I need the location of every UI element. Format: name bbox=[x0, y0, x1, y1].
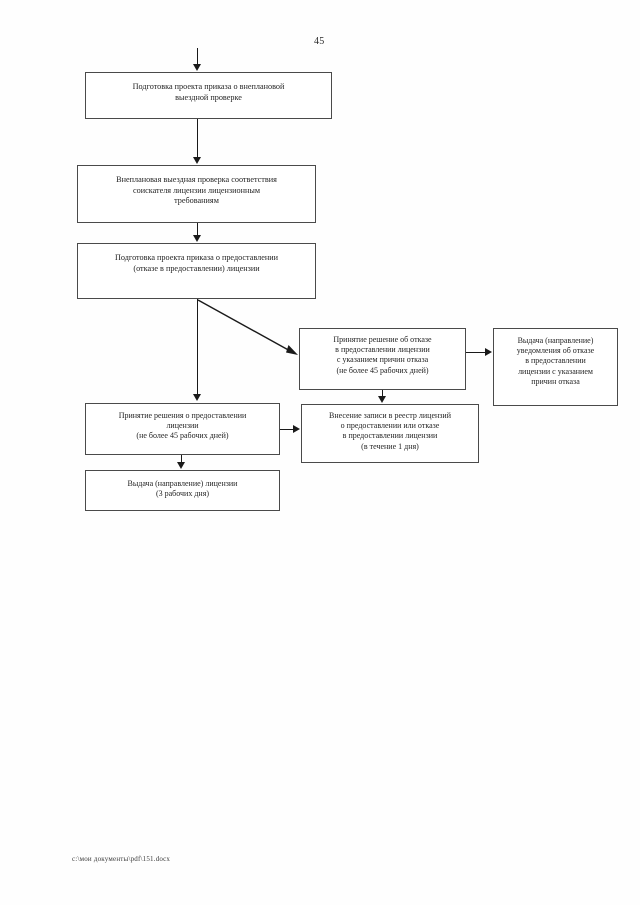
arrowhead-refusal-to-registry bbox=[378, 396, 386, 403]
connector-inspection-to-prep-decision bbox=[197, 223, 198, 236]
flow-node-issue-license-label: Выдача (направление) лицензии (3 рабочих… bbox=[127, 479, 238, 499]
flow-node-inspection: Внеплановая выездная проверка соответств… bbox=[77, 165, 316, 223]
arrowhead-grant-decision-to-issue-license bbox=[177, 462, 185, 469]
connector-refusal-to-registry bbox=[382, 390, 383, 397]
arrowhead-refusal-to-notice bbox=[485, 348, 492, 356]
arrowhead-prep-order-to-inspection bbox=[193, 157, 201, 164]
arrowhead-prep-decision-to-grant-decision bbox=[193, 394, 201, 401]
flow-node-refusal-label: Принятие решение об отказе в предоставле… bbox=[333, 335, 432, 375]
arrowhead-entry-to-prep-order bbox=[193, 64, 201, 71]
connector-entry-to-prep-order bbox=[197, 48, 198, 65]
flow-node-prep-decision: Подготовка проекта приказа о предоставле… bbox=[77, 243, 316, 299]
page-number: 45 bbox=[314, 36, 325, 47]
connector-prep-order-to-inspection bbox=[197, 119, 198, 158]
connector-refusal-to-notice bbox=[466, 352, 486, 353]
flow-node-prep-decision-label: Подготовка проекта приказа о предоставле… bbox=[114, 253, 278, 273]
flow-node-prep-order-label: Подготовка проекта приказа о внеплановой… bbox=[132, 82, 285, 102]
flow-node-registry: Внесение записи в реестр лицензий о пред… bbox=[301, 404, 479, 463]
connector-prep-decision-to-grant-decision bbox=[197, 299, 198, 395]
flow-node-grant-decision: Принятие решения о предоставлении лиценз… bbox=[85, 403, 280, 455]
flow-node-refusal: Принятие решение об отказе в предоставле… bbox=[299, 328, 466, 390]
footer-file-path: c:\мои документы\pdf\151.docx bbox=[72, 855, 171, 863]
flow-node-refusal-notice-label: Выдача (направление) уведомления об отка… bbox=[516, 336, 595, 386]
flow-node-refusal-notice: Выдача (направление) уведомления об отка… bbox=[493, 328, 618, 406]
connector-grant-decision-to-issue-license bbox=[181, 455, 182, 463]
flow-node-grant-decision-label: Принятие решения о предоставлении лиценз… bbox=[118, 411, 247, 441]
flow-node-issue-license: Выдача (направление) лицензии (3 рабочих… bbox=[85, 470, 280, 511]
flow-node-registry-label: Внесение записи в реестр лицензий о пред… bbox=[328, 411, 451, 451]
arrowhead-inspection-to-prep-decision bbox=[193, 235, 201, 242]
flow-node-inspection-label: Внеплановая выездная проверка соответств… bbox=[116, 175, 277, 205]
arrowhead-grant-decision-to-registry bbox=[293, 425, 300, 433]
connector-grant-decision-to-registry bbox=[280, 429, 294, 430]
flow-node-prep-order: Подготовка проекта приказа о внеплановой… bbox=[85, 72, 332, 119]
